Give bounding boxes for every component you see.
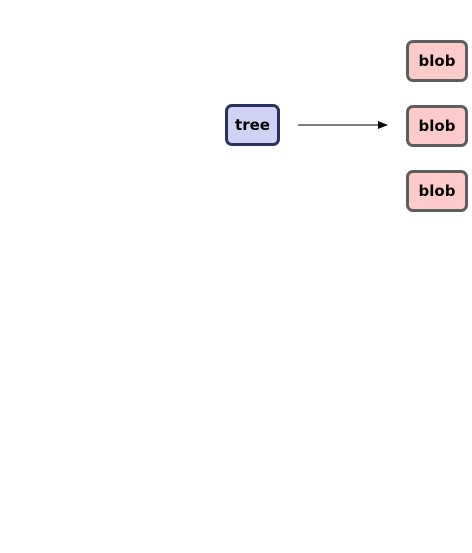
tree-node-label: tree: [235, 116, 270, 134]
blob-node-2: blob: [406, 105, 468, 147]
blob-node-label: blob: [418, 117, 456, 135]
blob-node-1: blob: [406, 40, 468, 82]
blob-node-3: blob: [406, 170, 468, 212]
blob-node-label: blob: [418, 52, 456, 70]
blob-node-label: blob: [418, 182, 456, 200]
tree-node: tree: [225, 104, 280, 146]
